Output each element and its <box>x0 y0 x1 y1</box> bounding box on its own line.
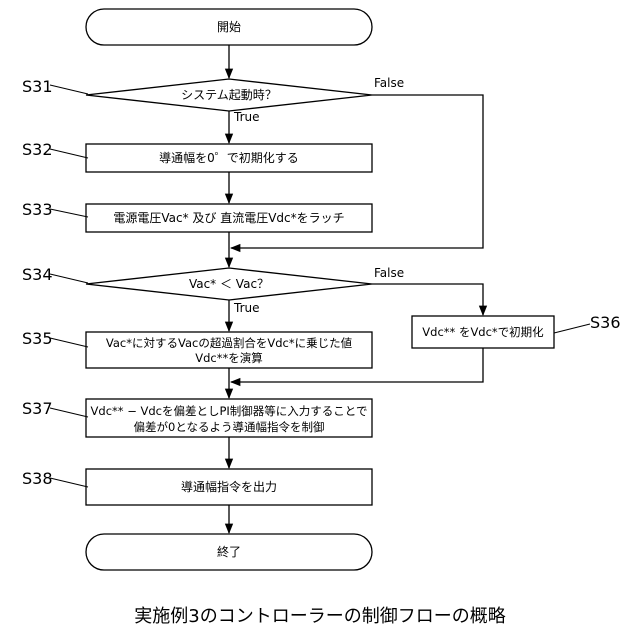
s31-true-label: True <box>233 110 260 124</box>
start-label: 開始 <box>217 20 241 34</box>
s35-leader-line <box>50 338 88 347</box>
s36-step-label: S36 <box>590 313 621 332</box>
s32-step-label: S32 <box>22 140 53 159</box>
s35-step-label: S35 <box>22 329 53 348</box>
s37-step-label: S37 <box>22 399 53 418</box>
s38-text: 導通幅指令を出力 <box>181 479 277 494</box>
s36-leader-line <box>554 324 590 333</box>
s35-text-line1: Vac*に対するVacの超過割合をVdc*に乗じた値 <box>106 336 353 350</box>
s37-leader-line <box>50 408 88 417</box>
s34-text: Vac* ＜ Vac？ <box>189 277 269 291</box>
figure-caption: 実施例3のコントローラーの制御フローの概略 <box>0 602 640 628</box>
s32-text: 導通幅を0゜で初期化する <box>159 150 299 165</box>
s31-false-label: False <box>374 76 404 90</box>
s34-leader-line <box>50 274 88 283</box>
s34-step-label: S34 <box>22 265 53 284</box>
s31-text: システム起動時？ <box>181 88 277 102</box>
s33-text: 電源電圧Vac* 及び 直流電圧Vdc*をラッチ <box>113 211 344 225</box>
s33-leader-line <box>50 209 88 217</box>
s37-text-line1: Vdc** − Vdcを偏差としPI制御器等に入力することで <box>91 404 368 418</box>
s34-false-label: False <box>374 266 404 280</box>
s32-leader-line <box>50 149 88 158</box>
s33-step-label: S33 <box>22 200 53 219</box>
s38-step-label: S38 <box>22 469 53 488</box>
s31-leader-line <box>50 85 88 94</box>
s38-leader-line <box>50 478 88 487</box>
s35-text-line2: Vdc**を演算 <box>195 351 263 365</box>
end-label: 終了 <box>217 544 241 559</box>
s36-text: Vdc** をVdc*で初期化 <box>422 325 544 339</box>
s34-false-path <box>372 284 483 315</box>
flowchart: 開始 システム起動時？ S31 True False 導通幅を0゜で初期化する … <box>0 0 640 600</box>
s31-step-label: S31 <box>22 77 53 96</box>
s34-true-label: True <box>233 301 260 315</box>
s37-text-line2: 偏差が0となるよう導通幅指令を制御 <box>134 420 325 434</box>
